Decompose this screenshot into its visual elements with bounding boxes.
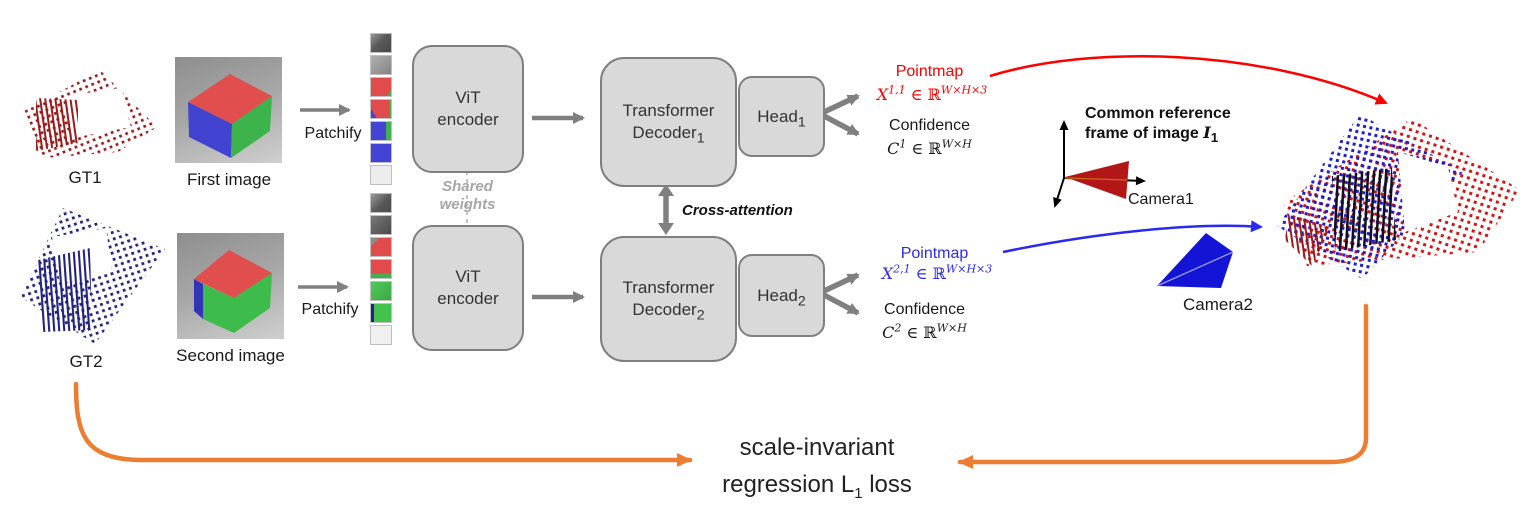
second-image-label: Second image (176, 346, 285, 365)
gt1-label: GT1 (68, 168, 102, 187)
vit-encoder-1-label: ViT encoder (437, 88, 499, 129)
camera1-label: Camera1 (1128, 191, 1194, 208)
confidence1-title: Confidence (889, 117, 970, 134)
pointmap1-arrow (989, 55, 1388, 105)
image-patch (370, 237, 392, 257)
gt1-pointcloud (22, 70, 157, 158)
merged-pointcloud (1277, 114, 1520, 279)
image-patch (370, 281, 392, 301)
patchify-label-1: Patchify (304, 125, 362, 142)
image-patch (370, 193, 392, 213)
first-image-label: First image (186, 170, 272, 189)
pointmap1-formula: X1,1 ∈ ℝW×H×3 (876, 83, 988, 104)
transformer-decoder-1-box: Transformer Decoder1 (600, 57, 737, 187)
gt2-label: GT2 (69, 352, 103, 371)
camera2-label: Camera2 (1183, 295, 1253, 314)
decoder1-line2: Decoder1 (632, 123, 705, 147)
image-patch (370, 33, 392, 53)
image-patch (370, 259, 392, 279)
loss-arrow-left (73, 381, 693, 467)
confidence2-title: Confidence (884, 301, 965, 318)
confidence2-formula: C2 ∈ ℝW×H (882, 321, 967, 342)
confidence1-formula: C1 ∈ ℝW×H (887, 137, 972, 158)
head2-fork-arrows (822, 272, 860, 316)
vit-encoder-2-label: ViT encoder (437, 267, 499, 308)
head-1-box: Head1 (738, 76, 825, 157)
cross-attention-label: Cross-attention (682, 202, 793, 219)
shared-weights-label: Shared weights (439, 178, 496, 213)
loss-arrow-right (957, 303, 1369, 469)
loss-label: scale-invariant regression L1 loss (647, 429, 987, 503)
cube2-left-face (194, 279, 203, 319)
second-image (177, 233, 284, 339)
image-patch (370, 55, 392, 75)
patch-column-2 (370, 193, 392, 347)
image-patch (370, 215, 392, 235)
image-patch (370, 325, 392, 345)
cross-attention-arrow (658, 184, 674, 235)
image-patch (370, 143, 392, 163)
cube2-front-face (203, 273, 272, 333)
loss-line2: regression L1 loss (722, 471, 912, 502)
pointmap2-arrow (1002, 220, 1263, 254)
camera1-frustum (1064, 161, 1129, 199)
first-image (175, 57, 282, 163)
pointmap2-formula: X2,1 ∈ ℝW×H×3 (881, 262, 993, 283)
common-reference-title: Common reference frame of image I1 (1085, 105, 1231, 146)
cube2-top-face (194, 250, 272, 298)
pointmap1-title: Pointmap (895, 63, 964, 80)
image-patch (370, 121, 392, 141)
vit-encoder-2-box: ViT encoder (412, 225, 524, 351)
image-patch (370, 303, 392, 323)
head2-label: Head2 (757, 285, 806, 309)
image-patch (370, 99, 392, 119)
head1-label: Head1 (757, 106, 806, 130)
decoder2-line2: Decoder2 (632, 300, 705, 324)
gt2-pointcloud (20, 208, 165, 344)
cube1-left-face (188, 102, 232, 158)
head-2-box: Head2 (738, 254, 825, 337)
head1-fork-arrows (822, 93, 860, 137)
patchify-label-2: Patchify (301, 301, 359, 318)
loss-line1: scale-invariant (739, 434, 895, 461)
transformer-decoder-2-box: Transformer Decoder2 (600, 236, 737, 362)
patch-column-1 (370, 33, 392, 187)
decoder1-line1: Transformer (622, 101, 715, 120)
decoder2-line1: Transformer (622, 278, 715, 297)
pointmap2-title: Pointmap (900, 245, 969, 262)
image-patch (370, 165, 392, 185)
vit-encoder-1-box: ViT encoder (412, 45, 524, 173)
cube1-top-face (188, 74, 272, 124)
camera2-frustum (1156, 233, 1234, 288)
image-patch (370, 77, 392, 97)
cube1-right-face (231, 96, 272, 158)
